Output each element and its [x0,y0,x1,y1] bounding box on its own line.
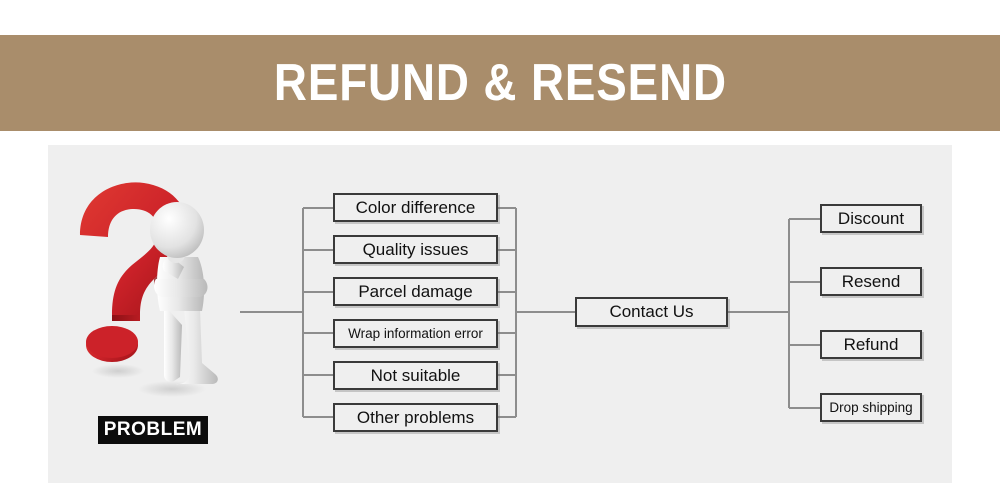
resolution-label: Drop shipping [829,400,913,415]
page-title: REFUND & RESEND [273,54,727,112]
cause-label: Parcel damage [358,281,473,301]
resolution-box-resend[interactable]: Resend [820,267,922,296]
resolution-label: Discount [837,208,905,228]
cause-box-parcel-damage[interactable]: Parcel damage [333,277,498,306]
cause-box-other-problems[interactable]: Other problems [333,403,498,432]
diagram-panel: PROBLEM Color difference Quality issues … [48,145,952,483]
cause-label: Not suitable [370,365,461,385]
connector-lines [240,207,820,418]
cause-label: Color difference [355,197,476,217]
problem-label: PROBLEM [98,416,208,444]
resolution-label: Resend [841,271,901,291]
resolution-box-discount[interactable]: Discount [820,204,922,233]
resolution-label: Refund [843,334,899,354]
cause-label: Other problems [356,407,475,427]
problem-illustration-group: PROBLEM [60,175,250,455]
resolution-box-refund[interactable]: Refund [820,330,922,359]
cause-label: Wrap information error [348,326,483,341]
cause-box-not-suitable[interactable]: Not suitable [333,361,498,390]
cause-label: Quality issues [362,239,469,259]
contact-us-box[interactable]: Contact Us [575,297,728,327]
contact-us-label: Contact Us [609,302,694,321]
question-mark-icon [80,182,218,397]
cause-box-wrap-information-error[interactable]: Wrap information error [333,319,498,348]
page-banner: REFUND & RESEND [0,35,1000,131]
cause-box-color-difference[interactable]: Color difference [333,193,498,222]
cause-box-quality-issues[interactable]: Quality issues [333,235,498,264]
resolution-box-drop-shipping[interactable]: Drop shipping [820,393,922,422]
